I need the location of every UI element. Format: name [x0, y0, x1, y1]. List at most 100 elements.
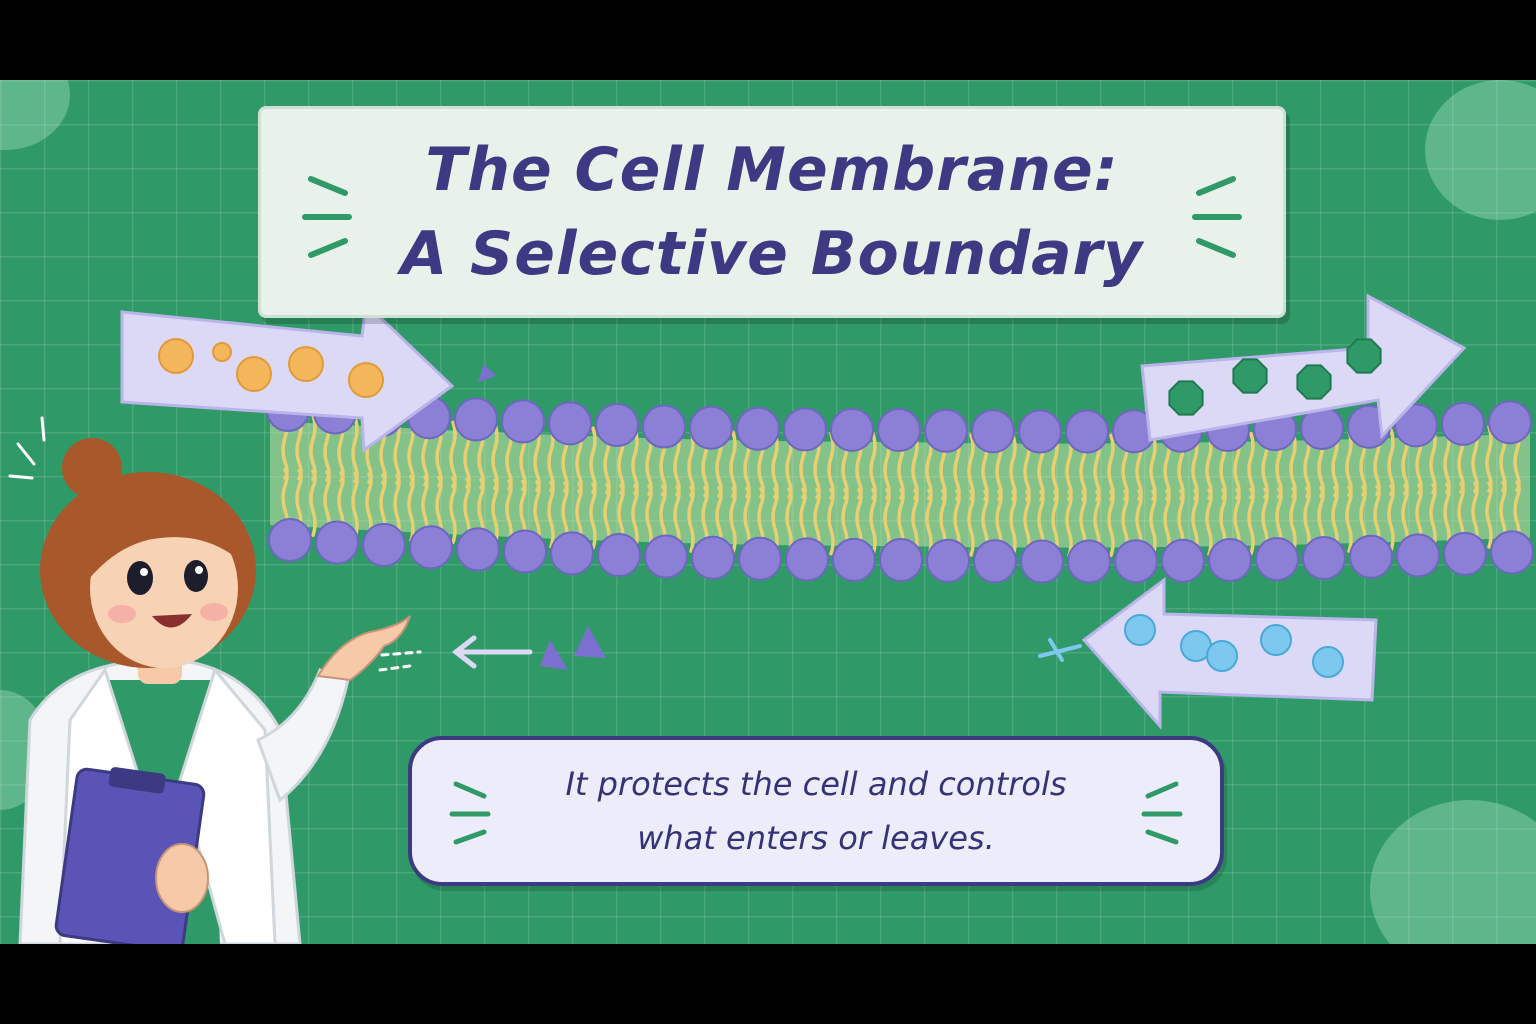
phospholipid-head [268, 518, 312, 563]
lipid-tail [785, 487, 793, 555]
phospholipid-head [1114, 539, 1158, 584]
lipid-tail [869, 488, 877, 556]
phospholipid-head [736, 406, 780, 451]
lipid-tail [911, 488, 919, 557]
lipid-tail [505, 479, 513, 547]
phospholipid-head [1394, 403, 1438, 448]
phospholipid-head [597, 533, 641, 578]
phospholipid-head [1441, 401, 1485, 446]
phospholipid-head [738, 536, 782, 581]
lipid-tail [351, 471, 359, 540]
phospholipid-head [785, 537, 829, 582]
phospholipid-head [971, 409, 1015, 454]
lipid-tail [407, 474, 415, 543]
phospholipid-head [1020, 539, 1064, 584]
sparkle-icon [1038, 638, 1082, 662]
lipid-tail [729, 486, 737, 554]
phospholipid-head [550, 531, 594, 576]
purple-particle [540, 640, 568, 670]
title-card: The Cell Membrane: A Selective Boundary [258, 106, 1286, 318]
lipid-tail [1331, 485, 1339, 554]
green-particle [1232, 358, 1268, 394]
green-particle [1168, 380, 1204, 416]
lipid-tail [393, 473, 401, 542]
lipid-tail [631, 483, 639, 552]
lipid-tail [645, 484, 653, 552]
lipid-tail [589, 482, 597, 550]
sparkle-icon [449, 781, 491, 845]
phospholipid-head [501, 399, 545, 444]
lipid-tail [533, 480, 541, 548]
phospholipid-head [1255, 537, 1299, 582]
orange-particle [212, 342, 232, 362]
purple-particle [478, 364, 496, 382]
phospholipid-head [973, 539, 1017, 584]
lipid-tail [365, 472, 373, 540]
blue-particle [1124, 614, 1156, 646]
lipid-tail [491, 478, 499, 547]
phospholipid-head [1208, 538, 1252, 583]
green-particle [1346, 338, 1382, 374]
sparkle-icon [8, 416, 46, 480]
phospholipid-head [595, 403, 639, 448]
orange-particle [236, 356, 272, 392]
sparkle-icon [302, 176, 352, 258]
lipid-tail [1163, 489, 1171, 557]
scientist-character [18, 438, 411, 944]
decor-blob [1425, 80, 1536, 220]
sparkle-icon [1141, 781, 1183, 845]
lipid-tail [771, 487, 779, 555]
lipid-tail [1443, 482, 1451, 551]
phospholipid-head [783, 407, 827, 452]
entry-arrow [120, 300, 455, 453]
phospholipid-head [877, 407, 921, 452]
lipid-tail [925, 488, 933, 557]
phospholipid-head [409, 525, 453, 570]
title-line-1: The Cell Membrane: [425, 135, 1119, 205]
phospholipid-head [924, 408, 968, 453]
caption-line-1: It protects the cell and controls [565, 765, 1067, 803]
lipid-tail [1289, 486, 1297, 555]
phospholipid-head [503, 529, 547, 574]
phospholipid-head [879, 537, 923, 582]
lipid-tail [1191, 488, 1199, 557]
phospholipid-head [1302, 535, 1346, 580]
movement-arrow [451, 635, 533, 669]
phospholipid-head [548, 401, 592, 446]
lipid-tail [1303, 486, 1311, 555]
lipid-tail [687, 485, 695, 554]
lipid-tail [1205, 488, 1213, 557]
phospholipid-head [926, 538, 970, 583]
orange-particle [288, 346, 324, 382]
blue-particle [1206, 640, 1238, 672]
motion-lines [368, 650, 422, 672]
lipid-tail [827, 487, 835, 556]
orange-particle [158, 338, 194, 374]
caption-card: It protects the cell and controls what e… [408, 736, 1224, 886]
lipid-tail [1065, 489, 1073, 558]
phospholipid-head [1065, 409, 1109, 454]
phospholipid-head [456, 527, 500, 572]
title-line-2: A Selective Boundary [400, 219, 1144, 289]
phospholipid-head [1067, 539, 1111, 584]
phospholipid-head [1490, 530, 1534, 575]
purple-particle [574, 626, 606, 658]
lipid-tail [1149, 489, 1157, 557]
phospholipid-head [362, 522, 406, 567]
orange-particle [348, 362, 384, 398]
membrane-diagram [8, 293, 1534, 730]
lipid-tail [1485, 481, 1493, 549]
phospholipid-head [830, 407, 874, 452]
scientist-body [18, 438, 411, 944]
phospholipid-head [1443, 531, 1487, 576]
phospholipid-head [689, 405, 733, 450]
phospholipid-head [691, 535, 735, 580]
phospholipid-head [315, 520, 359, 565]
lipid-tail [449, 476, 457, 545]
lipid-tail [1429, 483, 1437, 551]
lipid-tail [309, 469, 317, 538]
lipid-tail [967, 489, 975, 557]
sparkle-icon [1192, 176, 1242, 258]
phospholipid-head [1161, 538, 1205, 583]
lipid-tail [1023, 489, 1031, 558]
